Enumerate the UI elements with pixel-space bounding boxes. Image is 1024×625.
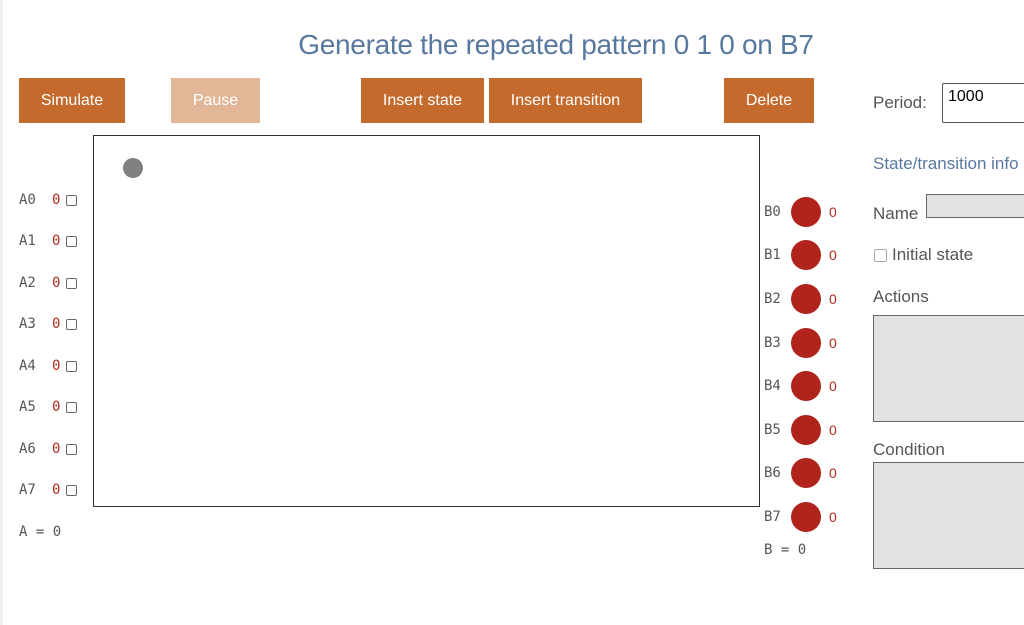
output-row-b3: B3 0 [764, 328, 837, 358]
info-title: State/transition info [873, 154, 1019, 173]
input-label: A0 [19, 192, 36, 208]
page-title: Generate the repeated pattern 0 1 0 on B… [298, 29, 814, 60]
insert-transition-button[interactable]: Insert transition [489, 78, 642, 123]
input-row-a6: A6 0 [19, 439, 77, 459]
led-icon [791, 371, 821, 401]
delete-button[interactable]: Delete [724, 78, 814, 123]
input-sum: A = 0 [19, 524, 62, 540]
initial-state-row: Initial state [874, 245, 973, 265]
condition-textarea[interactable] [873, 462, 1024, 569]
input-row-a5: A5 0 [19, 397, 77, 417]
input-row-a4: A4 0 [19, 356, 77, 376]
output-label: B0 [764, 204, 781, 220]
output-label: B6 [764, 465, 781, 481]
initial-state-label: Initial state [892, 245, 974, 264]
initial-state-checkbox[interactable] [874, 248, 887, 262]
led-icon [791, 197, 821, 227]
state-token-icon[interactable] [123, 158, 143, 178]
input-checkbox[interactable] [66, 194, 77, 206]
input-value: 0 [52, 192, 61, 208]
pause-button[interactable]: Pause [171, 78, 260, 123]
led-icon [791, 502, 821, 532]
input-label: A7 [19, 482, 36, 498]
output-value: 0 [829, 247, 837, 263]
led-icon [791, 458, 821, 488]
led-icon [791, 328, 821, 358]
simulate-button[interactable]: Simulate [19, 78, 125, 123]
input-checkbox[interactable] [66, 443, 77, 455]
output-row-b5: B5 0 [764, 415, 837, 445]
actions-textarea[interactable] [873, 315, 1024, 422]
input-row-a2: A2 0 [19, 273, 77, 293]
input-row-a3: A3 0 [19, 314, 77, 334]
input-value: 0 [52, 275, 61, 291]
led-icon [791, 415, 821, 445]
input-checkbox[interactable] [66, 235, 77, 247]
output-label: B5 [764, 422, 781, 438]
output-row-b7: B7 0 [764, 502, 837, 532]
period-label: Period: [873, 93, 927, 112]
input-checkbox[interactable] [66, 277, 77, 289]
output-sum: B = 0 [764, 542, 807, 558]
input-label: A5 [19, 399, 36, 415]
output-label: B4 [764, 378, 781, 394]
input-label: A4 [19, 358, 36, 374]
output-value: 0 [829, 378, 837, 394]
input-row-a1: A1 0 [19, 231, 77, 251]
input-checkbox[interactable] [66, 360, 77, 372]
name-input[interactable] [926, 194, 1024, 218]
name-label: Name [873, 204, 919, 223]
input-value: 0 [52, 233, 61, 249]
output-value: 0 [829, 509, 837, 525]
input-value: 0 [52, 399, 61, 415]
input-value: 0 [52, 358, 61, 374]
input-label: A2 [19, 275, 36, 291]
output-label: B3 [764, 335, 781, 351]
input-label: A1 [19, 233, 36, 249]
output-label: B7 [764, 509, 781, 525]
output-row-b1: B1 0 [764, 240, 837, 270]
input-value: 0 [52, 316, 61, 332]
input-checkbox[interactable] [66, 484, 77, 496]
output-label: B1 [764, 247, 781, 263]
input-value: 0 [52, 441, 61, 457]
output-value: 0 [829, 465, 837, 481]
condition-label: Condition [873, 440, 945, 459]
output-value: 0 [829, 422, 837, 438]
output-value: 0 [829, 204, 837, 220]
output-row-b2: B2 0 [764, 284, 837, 314]
state-machine-canvas[interactable] [93, 135, 760, 507]
output-row-b0: B0 0 [764, 197, 837, 227]
page-left-edge [0, 0, 3, 625]
output-row-b6: B6 0 [764, 458, 837, 488]
output-row-b4: B4 0 [764, 371, 837, 401]
actions-label: Actions [873, 287, 929, 306]
input-checkbox[interactable] [66, 318, 77, 330]
period-input[interactable]: 1000 [942, 83, 1024, 123]
led-icon [791, 240, 821, 270]
insert-state-button[interactable]: Insert state [361, 78, 484, 123]
input-label: A6 [19, 441, 36, 457]
input-checkbox[interactable] [66, 401, 77, 413]
output-label: B2 [764, 291, 781, 307]
led-icon [791, 284, 821, 314]
output-value: 0 [829, 291, 837, 307]
input-label: A3 [19, 316, 36, 332]
output-value: 0 [829, 335, 837, 351]
input-value: 0 [52, 482, 61, 498]
input-row-a7: A7 0 [19, 480, 77, 500]
input-row-a0: A0 0 [19, 190, 77, 210]
